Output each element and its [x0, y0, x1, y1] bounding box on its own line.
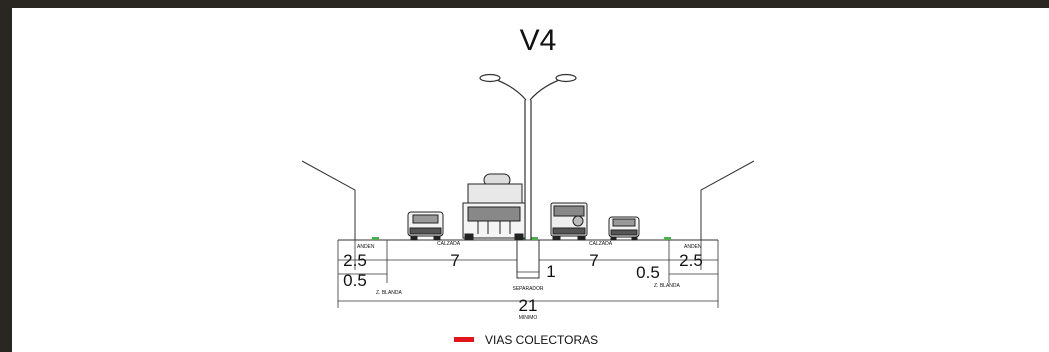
dim-separador: 1: [546, 262, 555, 281]
lamp-head-right: [555, 73, 577, 83]
drawing-canvas: V4: [12, 8, 1049, 352]
label-calzada-left: CALZADA: [437, 241, 461, 247]
dim-anden-right: 2.5: [679, 251, 703, 270]
label-calzada-right: CALZADA: [589, 241, 613, 247]
legend: VIAS COLECTORAS: [454, 333, 598, 347]
dim-total: 21: [519, 296, 538, 315]
lamp-head-left: [479, 73, 501, 83]
dim-anden-left: 2.5: [343, 251, 367, 270]
legend-swatch: [454, 337, 474, 342]
dim-z-blanda-left: 0.5: [343, 271, 367, 290]
dim-calzada-right: 7: [589, 251, 598, 270]
street-light: [479, 73, 577, 240]
section-title: V4: [520, 24, 557, 57]
label-anden-left: ANDEN: [357, 244, 375, 250]
dim-calzada-left: 7: [450, 251, 459, 270]
cross-section-diagram: V4: [301, 24, 755, 347]
curb-center-right: [531, 237, 538, 240]
curb-right-outer: [664, 237, 671, 240]
label-z-blanda-right: Z. BLANDA: [654, 283, 681, 289]
label-minimo: MINIMO: [519, 315, 538, 321]
section-labels: ANDEN CALZADA CALZADA ANDEN SEPARADOR Z.…: [357, 241, 702, 321]
jeep: [550, 202, 588, 241]
car-left: [407, 211, 444, 241]
car-right: [608, 216, 640, 241]
right-slope: [700, 160, 755, 240]
label-anden-right: ANDEN: [684, 244, 702, 250]
label-z-blanda-left: Z. BLANDA: [376, 290, 403, 296]
dim-z-blanda-right: 0.5: [636, 263, 660, 282]
curb-left-outer: [372, 237, 379, 240]
truck: [462, 173, 526, 241]
dimension-values: 2.5 0.5 7 1 7 0.5 2.5 21: [343, 251, 703, 315]
vehicles: [407, 173, 640, 241]
legend-label: VIAS COLECTORAS: [485, 333, 598, 347]
dimension-lines: [337, 240, 719, 308]
label-separador: SEPARADOR: [512, 286, 543, 292]
left-slope: [301, 160, 356, 240]
